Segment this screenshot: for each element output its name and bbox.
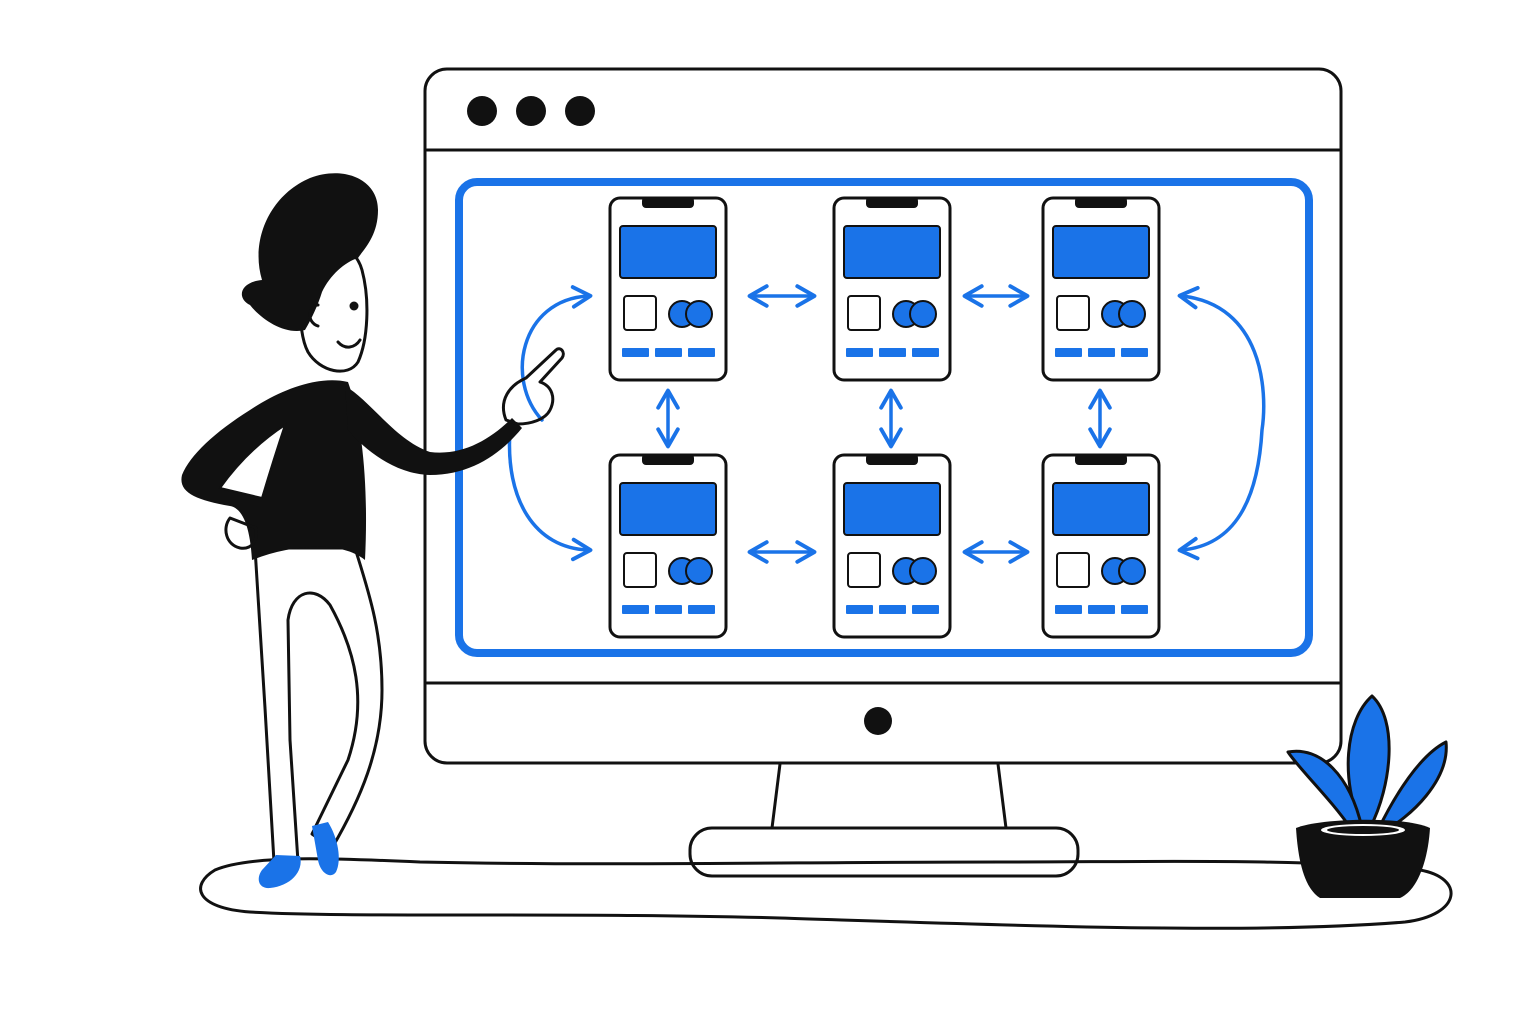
thumbnail-box [623,552,657,588]
person-figure [181,173,565,889]
ground-shape [199,857,1453,930]
flow-arrows [507,284,1266,564]
circle-icon [685,557,713,585]
bar-placeholder [1121,605,1148,614]
image-placeholder [843,482,941,536]
circle-icon [909,300,937,328]
bar-placeholder [1088,605,1115,614]
bar-placeholder [912,348,939,357]
bar-placeholder [688,605,715,614]
bar-placeholder [1088,348,1115,357]
curved-arrow-icon [520,285,593,422]
bar-placeholder [846,605,873,614]
thumbnail-box [847,552,881,588]
phone-notch [866,197,918,208]
circle-icon [1118,557,1146,585]
phone-notch [642,197,694,208]
phone-screen-icon [608,196,728,382]
image-placeholder [1052,225,1150,279]
circle-icon [909,557,937,585]
phone-screen-icon [1041,196,1161,382]
camera-dot-icon [864,707,892,735]
thumbnail-box [623,295,657,331]
bar-placeholder [879,348,906,357]
dot-icon [516,96,546,126]
plant-pot-icon [1286,694,1448,898]
bar-placeholder [846,348,873,357]
bar-placeholder [1055,348,1082,357]
phone-screen-icon [608,453,728,639]
bar-placeholder [622,348,649,357]
bar-placeholder [655,348,682,357]
thumbnail-box [847,295,881,331]
curved-arrow-icon [1177,285,1266,561]
circle-icon [685,300,713,328]
phone-screens [608,196,1161,639]
bar-placeholder [688,348,715,357]
monitor [423,67,1343,765]
shoe-icon [258,855,301,889]
monitor-stand [688,762,1080,878]
phone-screen-icon [1041,453,1161,639]
bar-placeholder [879,605,906,614]
phone-notch [1075,454,1127,465]
bar-placeholder [1121,348,1148,357]
bar-placeholder [655,605,682,614]
image-placeholder [619,225,717,279]
bar-placeholder [1055,605,1082,614]
phone-screen-icon [832,196,952,382]
image-placeholder [843,225,941,279]
bar-placeholder [622,605,649,614]
curved-arrow-icon [507,428,593,562]
thumbnail-box [1056,295,1090,331]
bar-placeholder [912,605,939,614]
thumbnail-box [1056,552,1090,588]
image-placeholder [1052,482,1150,536]
phone-notch [1075,197,1127,208]
shoe-icon [312,822,339,876]
phone-screen-icon [832,453,952,639]
dot-icon [467,96,497,126]
phone-notch [866,454,918,465]
phone-notch [642,454,694,465]
screen-frame [455,178,1313,657]
circle-icon [1118,300,1146,328]
dot-icon [565,96,595,126]
image-placeholder [619,482,717,536]
